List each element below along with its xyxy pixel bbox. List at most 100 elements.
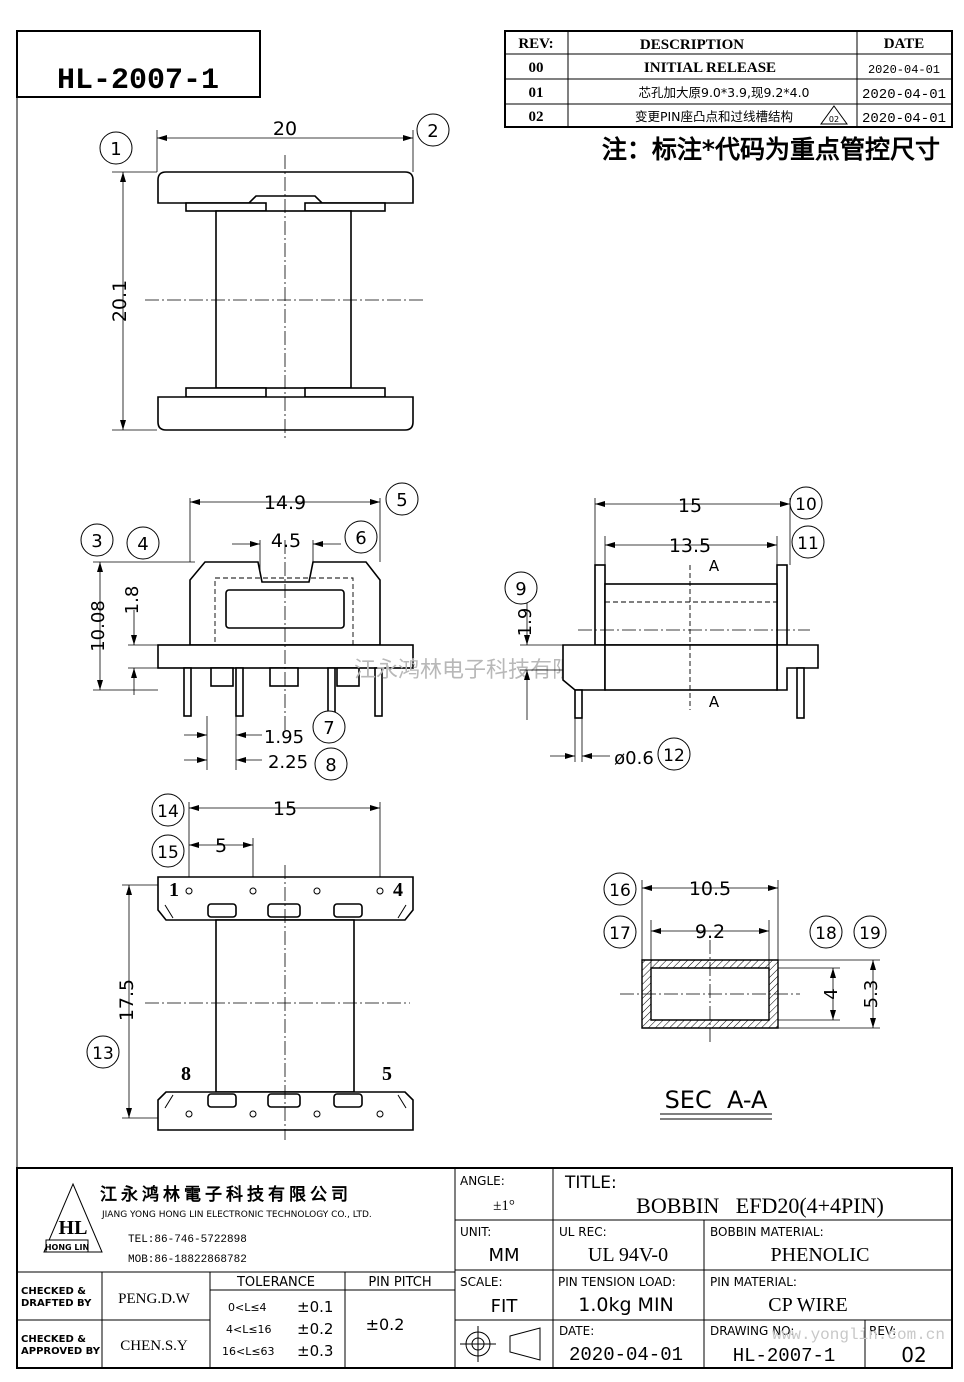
pin-pitch-label: PIN PITCH (368, 1275, 431, 1290)
pin-label-8: 8 (181, 1063, 191, 1085)
side-view: 15 13.5 A A 1.9 ø0.6 (504, 486, 825, 771)
date-label: DATE: (559, 1324, 594, 1338)
pin-label-1: 1 (169, 879, 179, 901)
bobbin-material-value: PHENOLIC (771, 1244, 870, 1266)
balloon-5: 5 (385, 482, 419, 516)
company-tel: TEL:86-746-5722898 (128, 1234, 247, 1246)
balloon-13-label: 13 (92, 1044, 114, 1064)
balloon-1-label: 1 (110, 139, 121, 160)
rev-header: REV: (518, 36, 553, 52)
rev-02-description: 变更PIN座凸点和过线槽结构 (635, 109, 793, 124)
checked-drafted-label-2: DRAFTED BY (21, 1298, 92, 1309)
front-slot-dim: 4.5 (271, 530, 301, 552)
top-width-dim: 20 (273, 118, 297, 140)
bobbin-material-label: BOBBIN MATERIAL: (710, 1225, 824, 1239)
bottom-height-dim: 17.5 (116, 979, 138, 1021)
date-value: 2020-04-01 (569, 1344, 683, 1366)
checked-drafted-label-1: CHECKED & (21, 1286, 86, 1297)
front-height-dim: 10.08 (88, 600, 109, 652)
pin-tension-label: PIN TENSION LOAD: (558, 1275, 676, 1289)
pin-label-5: 5 (382, 1063, 392, 1085)
pin-label-4: 4 (393, 879, 403, 901)
logo-text: HL (59, 1217, 88, 1239)
balloon-12-label: 12 (663, 746, 685, 766)
angle-label: ANGLE: (460, 1174, 505, 1188)
control-note: 注：标注*代码为重点管控尺寸 (602, 135, 940, 164)
section-marker-bottom: A (709, 693, 720, 711)
checked-approved-label-2: APPROVED BY (21, 1346, 101, 1357)
balloon-18: 18 (809, 915, 843, 949)
rev-01: 01 (529, 85, 544, 101)
rev-label: REV: (869, 1324, 896, 1338)
balloon-3: 3 (80, 523, 114, 557)
balloon-10: 10 (789, 486, 823, 520)
balloon-5-label: 5 (396, 490, 407, 511)
tolerance-range-2: 4<L≤16 (226, 1323, 272, 1336)
section-outer-width-dim: 10.5 (689, 878, 731, 900)
side-inner-dim: 13.5 (669, 535, 711, 557)
projection-symbol-icon (460, 1326, 541, 1362)
date-header: DATE (884, 36, 925, 52)
unit-value: MM (488, 1245, 519, 1266)
website-watermark: www.yonglin.com.cn (772, 1326, 945, 1344)
balloon-11-label: 11 (797, 534, 819, 554)
balloon-10-label: 10 (795, 495, 817, 515)
part-number-box: HL-2007-1 (16, 30, 261, 1168)
rev-01-date: 2020-04-01 (862, 87, 946, 103)
balloon-18-label: 18 (815, 924, 837, 944)
ul-value: UL 94V-0 (588, 1244, 668, 1266)
tolerance-value-3: ±0.3 (297, 1342, 333, 1360)
balloon-14: 14 (151, 793, 185, 827)
balloon-12: 12 (657, 737, 691, 771)
balloon-6: 6 (344, 520, 378, 554)
rev-value: 02 (901, 1343, 926, 1367)
top-view: 20 20.1 1 2 (99, 113, 450, 440)
tolerance-label: TOLERANCE (236, 1275, 315, 1290)
balloon-4-label: 4 (137, 534, 148, 555)
section-inner-height-dim: 4 (821, 988, 842, 999)
drafter-name: PENG.D.W (118, 1291, 191, 1307)
angle-value: ±1° (493, 1198, 515, 1214)
balloon-14-label: 14 (157, 802, 179, 822)
balloon-13: 13 (86, 1035, 120, 1069)
balloon-19-label: 19 (859, 924, 881, 944)
balloon-16: 16 (603, 872, 637, 906)
unit-label: UNIT: (460, 1225, 491, 1239)
pin-pitch-value: ±0.2 (366, 1315, 405, 1334)
scale-value: FIT (491, 1296, 519, 1317)
front-view: 14.9 4.5 10.08 1.8 (80, 482, 419, 781)
approver-name: CHEN.S.Y (120, 1338, 188, 1354)
pin-material-label: PIN MATERIAL: (710, 1275, 797, 1289)
side-width-dim: 15 (678, 495, 702, 517)
title-label: TITLE: (564, 1173, 617, 1193)
tolerance-value-1: ±0.1 (297, 1298, 333, 1316)
pin-material-value: CP WIRE (768, 1294, 847, 1316)
checked-approved-label-1: CHECKED & (21, 1334, 86, 1345)
company-name-en: JIANG YONG HONG LIN ELECTRONIC TECHNOLOG… (101, 1210, 372, 1220)
balloon-8: 8 (314, 747, 348, 781)
front-pin-a-dim: 1.95 (264, 727, 304, 748)
balloon-7-label: 7 (323, 718, 334, 739)
logo-subtext: HONG LIN (45, 1243, 89, 1252)
company-logo: HL HONG LIN (43, 1182, 103, 1253)
balloon-9: 9 (504, 571, 538, 605)
part-number: HL-2007-1 (57, 64, 219, 98)
balloon-17: 17 (603, 915, 637, 949)
section-marker-top: A (709, 557, 720, 575)
company-mob: MOB:86-18822868782 (128, 1254, 247, 1266)
rev-00-description: INITIAL RELEASE (644, 60, 776, 76)
rev-00: 00 (529, 60, 544, 76)
side-pin-dia-dim: ø0.6 (614, 748, 654, 769)
balloon-2-label: 2 (427, 121, 438, 142)
balloon-4: 4 (126, 526, 160, 560)
drawing-title: BOBBIN EFD20(4+4PIN) (636, 1193, 884, 1218)
scale-label: SCALE: (460, 1275, 503, 1289)
front-flange-dim: 1.8 (122, 586, 143, 615)
ul-label: UL REC: (559, 1225, 607, 1239)
front-pin-b-dim: 2.25 (268, 752, 308, 773)
front-width-dim: 14.9 (264, 492, 306, 514)
tolerance-range-3: 16<L≤63 (222, 1345, 275, 1358)
balloon-3-label: 3 (91, 531, 102, 552)
bottom-span-dim: 15 (273, 798, 297, 820)
